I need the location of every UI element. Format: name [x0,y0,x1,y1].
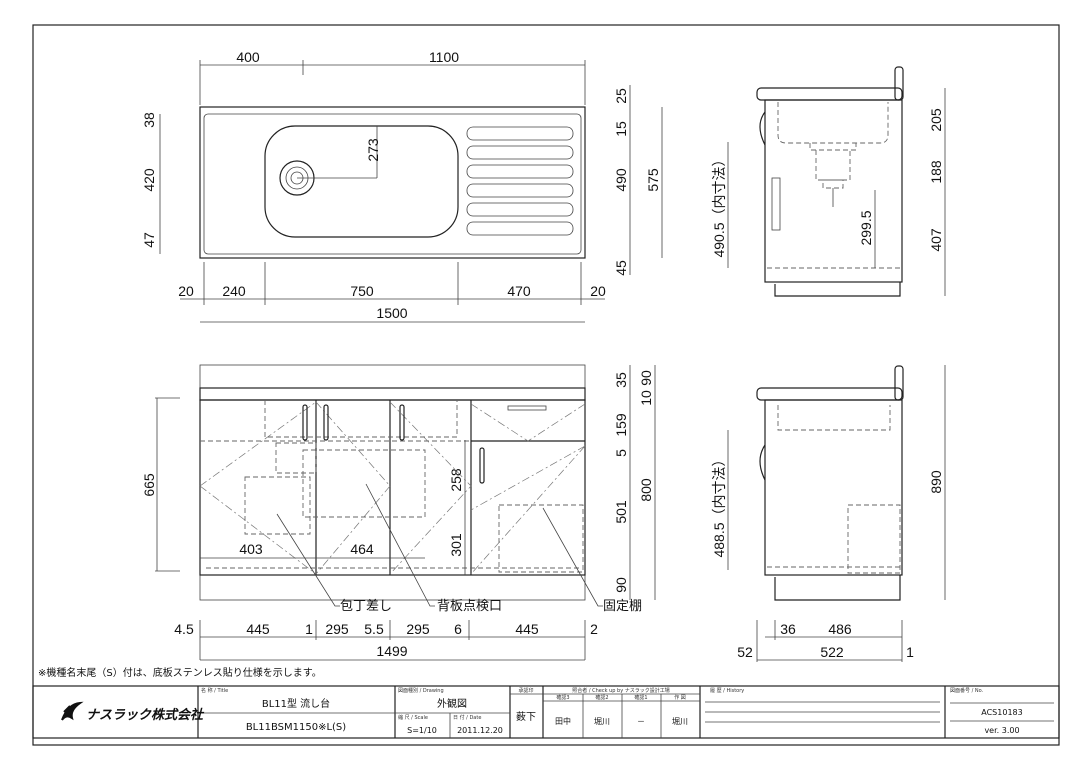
dim-label: 890 [928,470,944,494]
dim-label: 1 [305,621,313,637]
sink-basin [264,125,459,238]
dim-label: 522 [820,644,844,660]
dim-label: 490 [613,168,629,192]
dim-label: 464 [350,541,374,557]
version: ver. 3.00 [984,726,1019,735]
dim-label: 159 [613,413,629,437]
dim-label: 45 [613,260,629,276]
check-col: 確認2 [595,694,608,701]
plan-view: 400 1100 20 240 750 470 20 1500 38 420 4… [141,49,663,323]
dim-label: 295 [325,621,349,637]
dim-label: 6 [454,621,462,637]
dim-label: 38 [141,112,157,128]
sheet-border [32,24,1060,746]
dim-label: 400 [236,49,260,65]
dim-label: 295 [406,621,430,637]
dim-label: 445 [246,621,270,637]
dim-label: 445 [515,621,539,637]
dim-label: 2 [590,621,598,637]
dim-label: 273 [365,138,381,162]
title-block: ナスラック株式会社 名 称 / Title BL11型 流し台 BL11BSM1… [32,685,1060,739]
dim-label: 52 [737,644,753,660]
check-value: 田中 [555,716,571,726]
side-view-lower: 488.5（内寸法） 890 36 486 52 522 1 [711,365,946,662]
dim-label: 800 [638,478,654,502]
drawing-number: ACS10183 [981,708,1022,717]
dim-label: 403 [239,541,263,557]
note-text: ※機種名末尾（S）付は、底板ステンレス貼り仕様を示します。 [38,666,322,679]
callout-label: 背板点検口 [437,599,502,614]
check-label: 照合者 / Check up by ナスラック設計工場 [572,687,670,694]
company-logo [61,701,84,721]
dim-label: 5.5 [364,621,384,637]
title-label: 名 称 / Title [201,687,228,694]
dim-label: 240 [222,283,246,299]
dim-label: 299.5 [858,210,874,245]
dim-label: 188 [928,160,944,184]
dim-label: 420 [141,168,157,192]
approval-label: 承認印 [518,687,533,694]
scale-value: S=1/10 [407,726,437,735]
dim-label: 90 [638,370,654,386]
dim-label: 301 [448,533,464,557]
drawing-title: BL11型 流し台 [262,697,330,710]
callout-label: 固定棚 [603,599,642,614]
number-label: 図面番号 / No. [950,687,984,694]
dim-label: 1500 [376,305,407,321]
dim-label: 35 [613,372,629,388]
dim-label: 490.5（内寸法） [711,152,727,257]
model-number: BL11BSM1150※L(S) [246,722,346,733]
dim-label: 258 [448,468,464,492]
dim-label: 4.5 [174,621,194,637]
dim-label: 470 [507,283,531,299]
dim-label: 750 [350,283,374,299]
check-col: 確認3 [556,694,569,701]
dim-label: 665 [141,473,157,497]
check-value: － [637,717,645,726]
dim-label: 486 [828,621,852,637]
scale-label: 縮 尺 / Scale [398,714,428,721]
date-value: 2011.12.20 [457,726,503,735]
dim-label: 407 [928,228,944,252]
drainboard-ribs [466,126,574,236]
dim-label: 10 [638,390,654,406]
dim-label: 488.5（内寸法） [711,452,727,557]
date-label: 日 付 / Date [453,714,481,721]
dim-label: 47 [141,232,157,248]
dim-label: 90 [613,577,629,593]
dim-label: 36 [780,621,796,637]
dim-label: 25 [613,88,629,104]
history-label: 履 歴 / History [710,688,744,694]
dim-label: 5 [613,449,629,457]
dim-label: 1100 [429,49,459,65]
approval-value: 薮下 [516,711,536,723]
dim-label: 501 [613,500,629,524]
check-col: 確認1 [634,694,647,701]
callout-label: 包丁差し [340,599,392,614]
dim-label: 20 [590,283,606,299]
dim-label: 20 [178,283,194,299]
dim-label: 205 [928,108,944,132]
check-value: 堀川 [594,717,610,726]
check-col: 作 図 [674,694,686,701]
dim-label: 575 [645,168,661,192]
drawing-type: 外観図 [437,697,467,710]
dim-label: 1499 [376,643,407,659]
front-view: 665 403 464 258 301 35 10 159 5 501 90 9… [141,364,656,661]
company-name: ナスラック株式会社 [86,707,205,723]
dim-label: 1 [906,644,914,660]
drawing-type-label: 図面種別 / Drawing [398,687,444,694]
dim-label: 15 [613,121,629,137]
check-value: 堀川 [672,717,688,726]
side-view-upper: 490.5（内寸法） 299.5 205 188 407 [711,66,946,297]
